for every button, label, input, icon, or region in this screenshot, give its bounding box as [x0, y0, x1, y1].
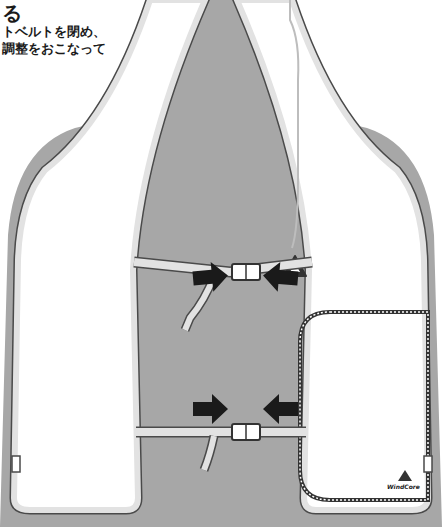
brand-name: WindCore [387, 483, 420, 490]
cable [290, 0, 298, 248]
side-adjuster [12, 456, 20, 472]
heading-fragment: る [2, 0, 22, 27]
tighten-arrows [192, 260, 299, 424]
zip-pocket [300, 312, 428, 500]
lower-belt [136, 424, 306, 470]
instruction-text: トベルトを閉め、 [2, 24, 106, 41]
instruction-text: 調整をおこなって [2, 41, 106, 58]
side-adjuster [424, 456, 432, 472]
vest-panels [14, 0, 428, 510]
brand-logo [398, 470, 412, 481]
